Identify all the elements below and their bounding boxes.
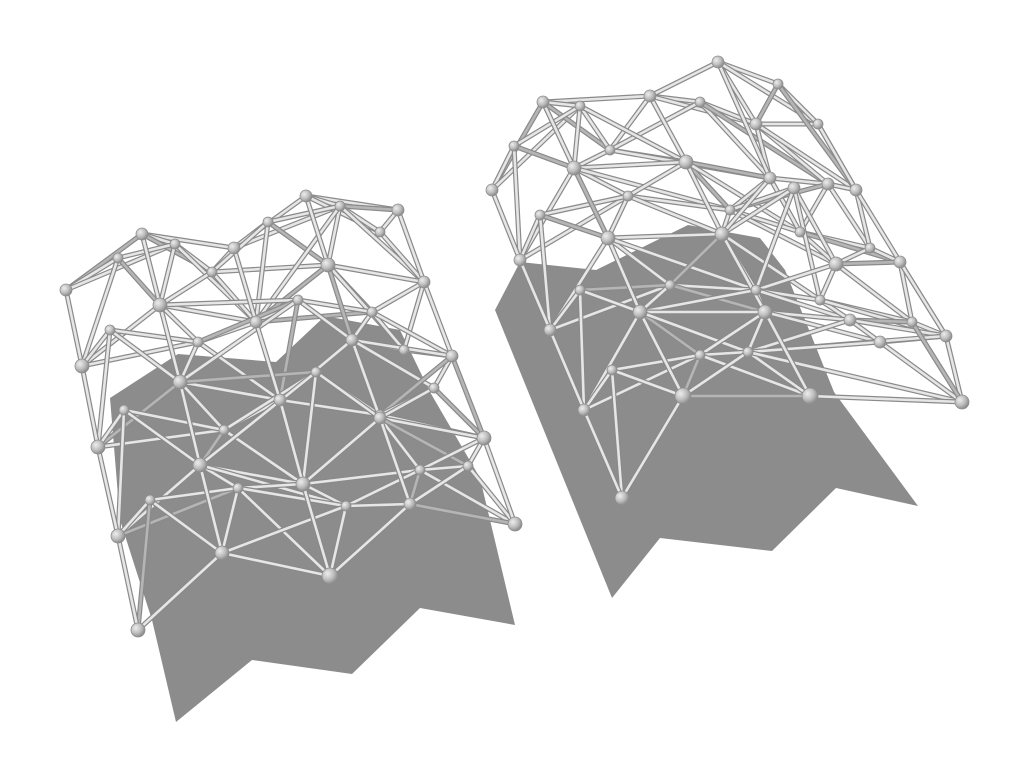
left-node <box>60 284 72 296</box>
right-node <box>865 243 875 253</box>
right-node <box>715 227 729 241</box>
left-node <box>111 529 125 543</box>
right-node <box>743 347 753 357</box>
left-node <box>296 477 310 491</box>
left-node <box>300 190 312 202</box>
right-node <box>644 90 656 102</box>
left-node <box>119 405 129 415</box>
left-node <box>131 623 145 637</box>
right-node <box>844 314 856 326</box>
left-node <box>311 367 321 377</box>
right-node <box>486 184 498 196</box>
right-node <box>601 231 615 245</box>
left-node <box>375 227 385 237</box>
left-node <box>250 316 262 328</box>
right-node <box>509 141 519 151</box>
left-node <box>113 253 123 263</box>
right-node <box>829 257 843 271</box>
right-node <box>955 395 969 409</box>
left-node <box>399 345 409 355</box>
right-node <box>695 350 705 360</box>
right-node <box>544 324 556 336</box>
right-node <box>850 184 862 196</box>
right-node <box>535 210 545 220</box>
right-node <box>605 145 615 155</box>
left-node <box>477 431 491 445</box>
right-node <box>802 388 818 404</box>
right-node <box>894 256 906 268</box>
right-node <box>665 280 675 290</box>
left-rod <box>66 290 82 366</box>
left-node <box>215 546 229 560</box>
right-node <box>575 101 585 111</box>
left-node <box>136 228 148 240</box>
left-node <box>228 242 240 254</box>
right-node <box>813 119 823 129</box>
left-node <box>346 334 358 346</box>
right-node <box>514 254 526 266</box>
right-node <box>575 285 585 295</box>
right-node <box>623 191 633 201</box>
left-node <box>392 204 404 216</box>
right-node <box>679 155 693 169</box>
left-node <box>508 517 522 531</box>
right-node <box>712 56 724 68</box>
right-node <box>675 388 691 404</box>
left-node <box>91 440 105 454</box>
left-node <box>418 276 430 288</box>
right-node <box>940 330 952 342</box>
right-node <box>633 305 647 319</box>
left-node <box>322 568 338 584</box>
right-node <box>773 79 783 89</box>
left-node <box>173 375 187 389</box>
left-node <box>367 307 377 317</box>
left-node <box>463 461 473 471</box>
right-rod <box>650 62 718 96</box>
right-node <box>874 336 886 348</box>
left-node <box>374 412 386 424</box>
right-node <box>607 365 617 375</box>
left-node <box>274 394 286 406</box>
right-node <box>695 97 705 107</box>
right-node <box>795 227 805 237</box>
left-node <box>153 298 167 312</box>
left-node <box>105 325 115 335</box>
left-node <box>415 465 425 475</box>
left-node <box>293 295 303 305</box>
right-node <box>758 305 772 319</box>
right-node <box>578 404 590 416</box>
right-node <box>751 285 761 295</box>
right-node <box>615 491 629 505</box>
right-node <box>567 161 581 175</box>
right-node <box>822 178 834 190</box>
left-node <box>335 201 345 211</box>
left-rod <box>98 447 118 536</box>
left-node <box>404 498 416 510</box>
left-node <box>75 359 89 373</box>
left-rod <box>82 366 98 447</box>
right-node <box>537 96 549 108</box>
left-node <box>429 383 439 393</box>
left-node <box>263 217 273 227</box>
right-node <box>725 205 735 215</box>
left-node <box>207 267 217 277</box>
left-node <box>145 495 155 505</box>
right-node <box>764 172 776 184</box>
left-node <box>193 337 203 347</box>
left-rod <box>452 356 484 438</box>
left-node <box>446 350 458 362</box>
left-node <box>219 425 229 435</box>
left-node <box>233 483 243 493</box>
left-node <box>321 258 335 272</box>
right-node <box>815 295 825 305</box>
right-node <box>907 317 917 327</box>
left-node <box>193 458 207 472</box>
left-node <box>341 501 351 511</box>
right-node <box>788 182 800 194</box>
left-node <box>170 239 180 249</box>
right-node <box>750 118 762 130</box>
